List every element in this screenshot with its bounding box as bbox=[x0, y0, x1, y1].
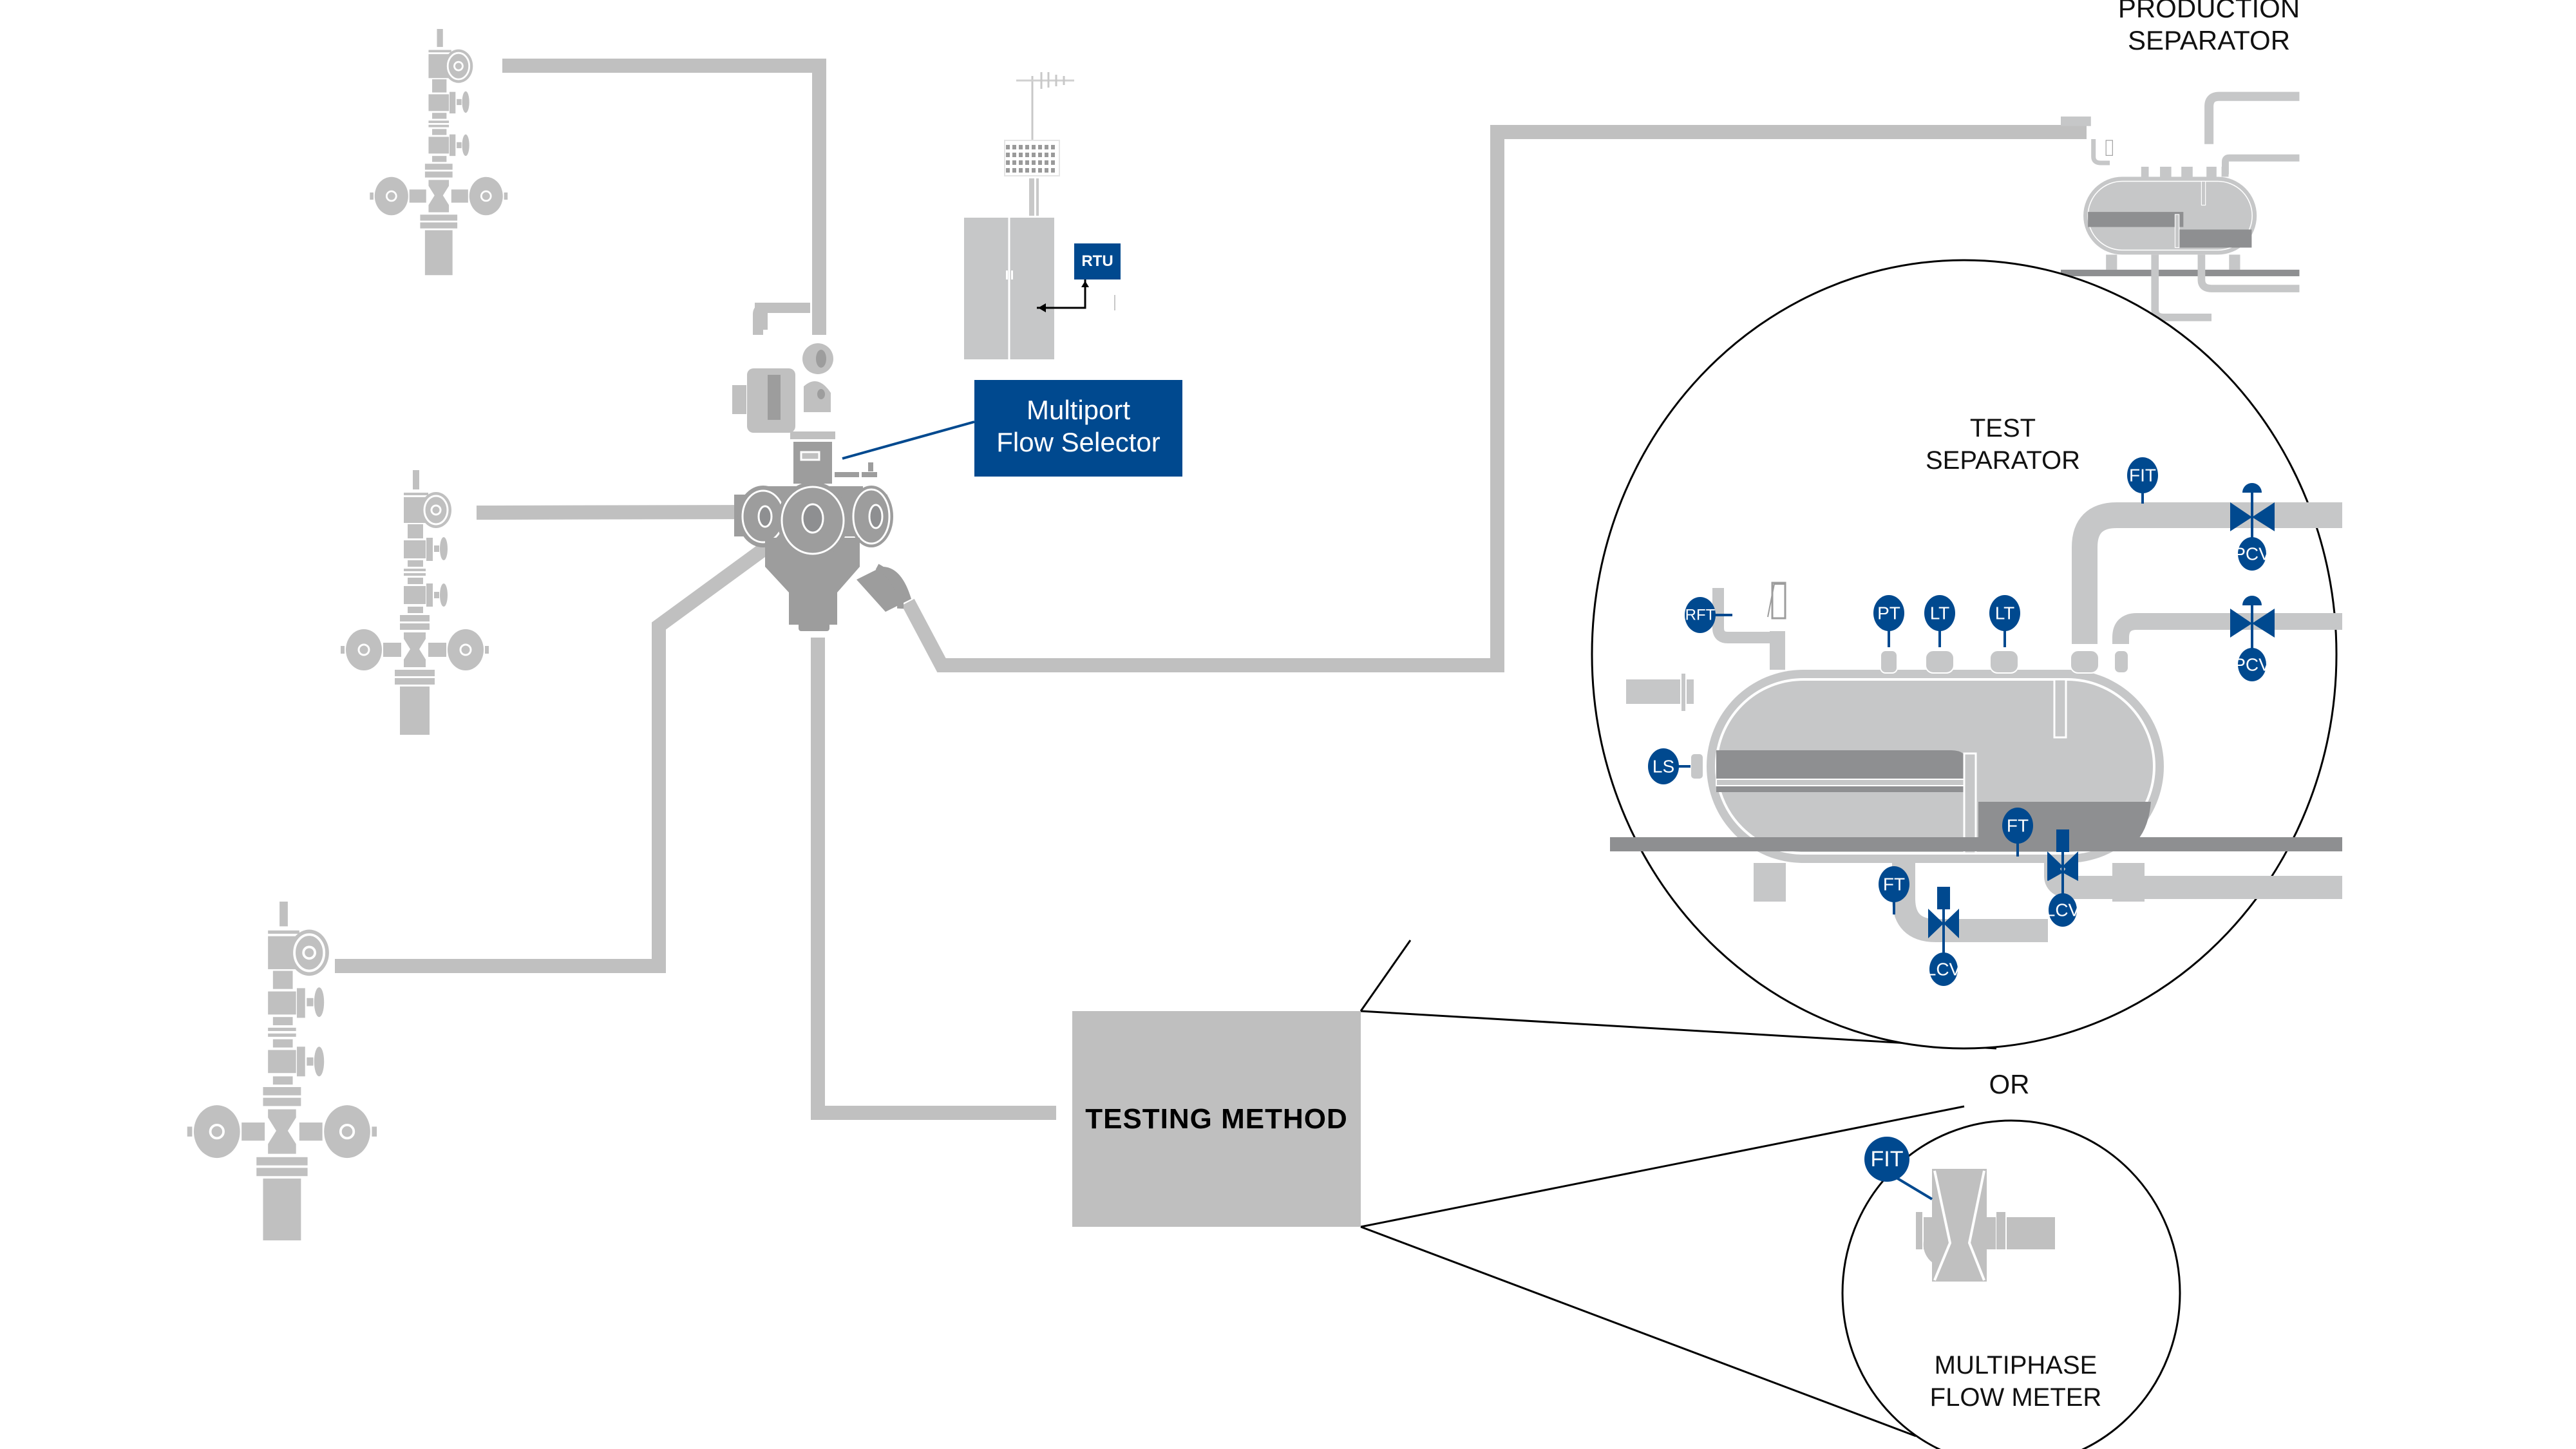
multiphase-label-line-2: FLOW METER bbox=[1929, 1383, 2102, 1412]
valve-lcv-left[interactable]: LCV bbox=[1926, 887, 1962, 986]
wellhead-2 bbox=[339, 469, 490, 736]
wellhead-3 bbox=[185, 900, 379, 1242]
pipe-wellhead-3 bbox=[335, 506, 819, 973]
pipe-wellhead-2 bbox=[476, 505, 757, 520]
or-label: OR bbox=[1989, 1069, 2030, 1099]
tag-ft-right-label: FT bbox=[2007, 816, 2029, 836]
tag-pt-label: PT bbox=[1877, 603, 1900, 623]
multiphase-label-line-1: MULTIPHASE bbox=[1934, 1351, 2098, 1379]
production-separator-label-line-1: PRODUCTION bbox=[2117, 0, 2300, 23]
antenna-icon bbox=[1016, 72, 1074, 140]
tag-rft[interactable]: RFT bbox=[1685, 597, 1732, 633]
wellhead-icon bbox=[185, 900, 379, 1242]
rtu-station bbox=[964, 72, 1115, 359]
wellhead-icon bbox=[368, 28, 509, 276]
rtu-label[interactable]: RTU bbox=[1074, 243, 1121, 279]
tag-ft-left-label: FT bbox=[1883, 875, 1905, 895]
valve-lcv-right[interactable]: LCV bbox=[2045, 829, 2081, 927]
separator-icon bbox=[1610, 502, 2342, 942]
production-separator[interactable] bbox=[2061, 91, 2300, 321]
tag-lt-1[interactable]: LT bbox=[1924, 595, 1955, 647]
test-separator-label: TEST SEPARATOR bbox=[1900, 412, 2106, 477]
tag-lcv-right-label: LCV bbox=[2045, 900, 2081, 920]
instrument-tags: FIT PCV PCV RFT PT bbox=[1648, 457, 2275, 1182]
testing-method-label: TESTING METHOD bbox=[1085, 1103, 1348, 1135]
pipe-wellhead-1 bbox=[502, 59, 826, 335]
production-separator-label: PRODUCTION SEPARATOR bbox=[2093, 0, 2325, 57]
separator-icon bbox=[2061, 91, 2300, 321]
tag-fit-gas[interactable]: FIT bbox=[2127, 457, 2158, 504]
tag-fit-multiphase[interactable]: FIT bbox=[1864, 1137, 1909, 1182]
multiphase-flow-meter[interactable] bbox=[1841, 1119, 2181, 1449]
multiphase-bubble bbox=[1841, 1119, 2181, 1449]
pipe-network bbox=[335, 59, 2087, 1120]
wellhead-1 bbox=[368, 28, 509, 276]
testing-method-box[interactable]: TESTING METHOD bbox=[1072, 1011, 1361, 1227]
tag-ft-right[interactable]: FT bbox=[2002, 808, 2033, 857]
multiport-valve-icon bbox=[732, 303, 911, 631]
solar-panel-icon bbox=[1004, 140, 1060, 216]
tag-ls-label: LS bbox=[1653, 757, 1674, 777]
rtu-cabinet-icon bbox=[964, 218, 1115, 359]
multiphase-flow-meter-label: MULTIPHASE FLOW METER bbox=[1906, 1349, 2125, 1414]
tag-pcv-top-label: PCV bbox=[2233, 544, 2271, 564]
callout-lines bbox=[1359, 940, 1997, 1437]
valve-pcv-mid[interactable]: PCV bbox=[2230, 596, 2275, 681]
multiport-flow-selector-label[interactable]: Multiport Flow Selector bbox=[974, 380, 1182, 477]
mfs-label-line-1: Multiport bbox=[1026, 395, 1131, 425]
tag-fit-multiphase-label: FIT bbox=[1871, 1147, 1904, 1171]
tag-lcv-left-label: LCV bbox=[1926, 960, 1962, 980]
tag-lt-2-label: LT bbox=[1995, 603, 2015, 623]
valve-pcv-top[interactable]: PCV bbox=[2230, 483, 2275, 571]
test-separator[interactable] bbox=[1591, 259, 2342, 1050]
mfs-label-line-2: Flow Selector bbox=[996, 427, 1160, 457]
production-separator-label-line-2: SEPARATOR bbox=[2127, 25, 2291, 55]
test-separator-label-line-2: SEPARATOR bbox=[1925, 446, 2081, 475]
test-separator-label-line-1: TEST bbox=[1969, 414, 2036, 442]
tag-ft-left[interactable]: FT bbox=[1879, 866, 1909, 914]
tag-lt-2[interactable]: LT bbox=[1989, 595, 2020, 647]
tag-pt[interactable]: PT bbox=[1873, 595, 1904, 647]
tag-rft-label: RFT bbox=[1685, 607, 1716, 624]
pipe-to-production-separator bbox=[902, 125, 2087, 672]
tag-pcv-mid-label: PCV bbox=[2233, 655, 2271, 675]
multiport-flow-selector[interactable] bbox=[732, 303, 975, 631]
pipe-to-testing-method bbox=[811, 638, 1056, 1120]
tag-ls[interactable]: LS bbox=[1648, 748, 1690, 784]
wellhead-icon bbox=[339, 469, 490, 736]
flow-meter-icon bbox=[1886, 1169, 2055, 1282]
tag-fit-gas-label: FIT bbox=[2129, 466, 2156, 486]
tag-lt-1-label: LT bbox=[1930, 603, 1950, 623]
selector-leader-line bbox=[842, 421, 975, 460]
